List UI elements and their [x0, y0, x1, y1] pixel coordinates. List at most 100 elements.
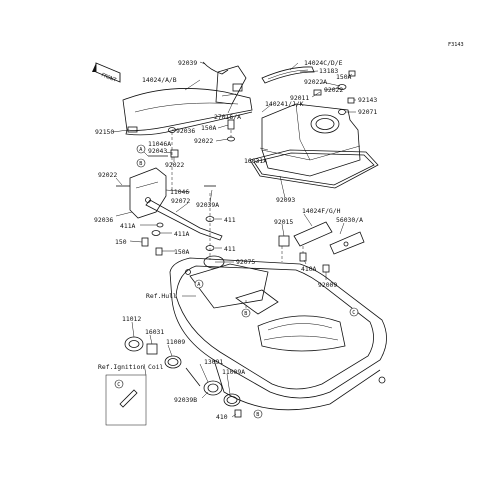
callout-a-top: A [136, 144, 146, 154]
bolt-150A-part [348, 70, 356, 77]
label-92022-tr: 92022 [324, 86, 343, 94]
label-92071: 92071 [358, 108, 377, 116]
label-11046: 11046 [170, 188, 189, 196]
gasket-inner-part [253, 152, 375, 186]
gasket-11009-part [164, 355, 182, 369]
label-14024ab: 14024/A/B [142, 76, 177, 84]
label-411a-mid: 411A [174, 230, 190, 238]
bolt-150A-low-part [155, 247, 163, 256]
label-410: 410 [216, 413, 228, 421]
label-11009: 11009 [166, 338, 185, 346]
label-92015: 92015 [274, 218, 293, 226]
gasket-11009A-inner [226, 396, 238, 404]
label-92022-c: 92022 [165, 161, 184, 169]
washer-411A-part [151, 230, 161, 236]
washer-411A-left-part [156, 222, 164, 228]
label-411a-left: 411A [120, 222, 136, 230]
bolt-410A-part [299, 252, 307, 262]
gasket-11009-inner [167, 358, 179, 366]
label-92036-left: 92036 [94, 216, 113, 224]
label-150a-top: 150A [336, 73, 352, 81]
label-92043: 92043 [148, 147, 167, 155]
storage-tank-part [261, 103, 361, 177]
label-27016a: 27016/A [214, 113, 241, 121]
label-150a-low: 150A [174, 248, 190, 256]
hull-part [169, 255, 387, 411]
svg-text:A: A [139, 147, 143, 153]
label-140241jk: 140241/J/K [265, 100, 304, 108]
callout-c-coil: C [114, 379, 124, 389]
cable-part [202, 61, 229, 75]
cable-92039B-part [185, 367, 201, 387]
front-arrow-icon [92, 62, 121, 83]
label-92075: 92075 [236, 258, 255, 266]
label-92009: 92009 [318, 281, 337, 289]
bolt-92011-part [313, 89, 322, 96]
label-92039a: 92039A [196, 201, 219, 209]
cap-92150-part [127, 126, 138, 133]
callout-a-hull: A [194, 279, 204, 289]
plate-hole-part [343, 241, 349, 247]
cap-13091-part [203, 380, 223, 396]
washer-411-a-part [205, 216, 215, 222]
grommet-11012-inner [128, 340, 140, 348]
callout-c-hull: C [349, 307, 359, 317]
callout-b-top: B [136, 158, 146, 168]
callout-b-bottom: B [253, 409, 263, 419]
latch-bracket-part [215, 65, 247, 105]
gasket-11009A-part [223, 393, 241, 407]
label-14024fgh: 14024F/G/H [302, 207, 341, 215]
label-16031: 16031 [145, 328, 164, 336]
bolt-150A-mid-part [227, 119, 235, 130]
label-92022-left: 92022 [98, 171, 117, 179]
svg-text:B: B [139, 161, 142, 167]
label-92011: 92011 [290, 94, 309, 102]
label-16031a: 16031A [244, 157, 267, 165]
hinge-bracket-part [129, 167, 167, 219]
svg-text:A: A [197, 282, 201, 288]
plate-56030-part [329, 231, 365, 255]
figure-code: F3143 [448, 42, 464, 48]
label-11012: 11012 [122, 315, 141, 323]
reference-dash-lines [171, 130, 304, 312]
leader-lines [112, 61, 356, 418]
label-92039: 92039 [178, 59, 197, 67]
svg-text:C: C [117, 382, 120, 388]
grommet-92015-part [278, 235, 290, 247]
front-label: FRONT [100, 72, 117, 83]
svg-text:B: B [244, 311, 247, 317]
label-11046a: 11046A [148, 140, 171, 148]
bracket-14024FGH-part [293, 221, 333, 247]
label-14024cde: 14024C/D/E [304, 59, 343, 67]
svg-text:C: C [352, 310, 355, 316]
block-16031-part [146, 343, 158, 355]
label-ref-hull: Ref.Hull [146, 292, 177, 300]
stay-bar-part [145, 199, 223, 241]
label-13091: 13091 [204, 358, 223, 366]
label-13183: 13183 [319, 67, 338, 75]
grommet-11012-part [124, 336, 144, 352]
ignition-coil-part [119, 389, 138, 408]
clip-92071-part [338, 109, 346, 115]
label-92150: 92150 [95, 128, 114, 136]
part-labels: 92039 14024C/D/E 13183 150A 92022A 92022… [94, 59, 377, 421]
spacer-92022-part [170, 149, 179, 158]
handle-grip-part [261, 66, 315, 84]
label-92093: 92093 [276, 196, 295, 204]
bolt-92009-part [322, 264, 330, 273]
label-92072: 92072 [171, 197, 190, 205]
label-11009a: 11009A [222, 368, 245, 376]
gasket-part [249, 149, 379, 189]
label-150a-mid: 150A [201, 124, 217, 132]
ignition-coil-box [105, 374, 147, 426]
label-56030a: 56030/A [336, 216, 363, 224]
label-411-r1: 411 [224, 216, 236, 224]
label-411-r2: 411 [224, 245, 236, 253]
label-92039b: 92039B [174, 396, 197, 404]
label-92022-mid: 92022 [194, 137, 213, 145]
cap-13091-inner [207, 383, 219, 393]
bolt-410-part [234, 409, 242, 418]
nut-92143-part [347, 97, 355, 104]
